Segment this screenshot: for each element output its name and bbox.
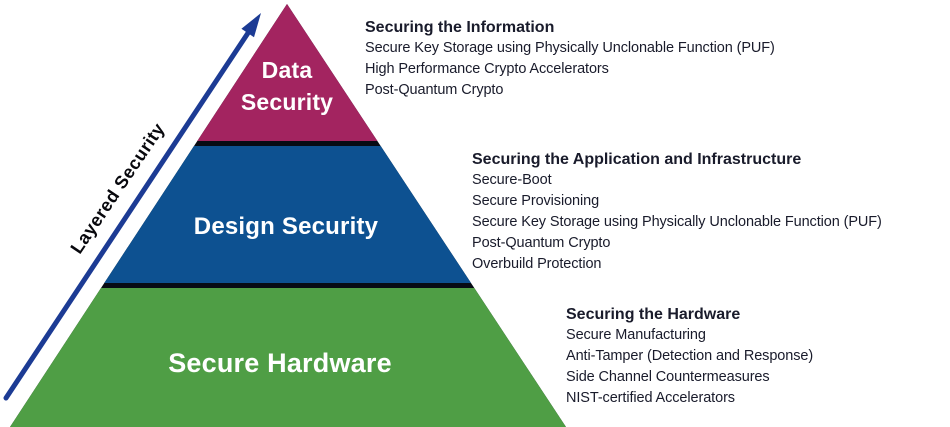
annotation-heading: Securing the Application and Infrastruct… (472, 151, 802, 168)
secure-hardware-layer-shape (10, 288, 566, 427)
design-security-label: Design Security (193, 213, 379, 240)
annotation-item: Secure Key Storage using Physically Uncl… (365, 40, 775, 56)
annotation-item: Secure Provisioning (472, 193, 600, 209)
annotation-securing-the-application-and-infrastructure: Securing the Application and Infrastruct… (472, 149, 882, 275)
annotation-heading: Securing the Information (365, 19, 555, 36)
annotation-securing-the-information: Securing the Information Secure Key Stor… (365, 17, 775, 101)
data-security-layer-shape (197, 4, 378, 141)
annotation-item: Overbuild Protection (472, 256, 602, 272)
arrow-head-icon (241, 13, 261, 38)
annotation-item: Secure Manufacturing (566, 327, 706, 343)
annotation-item: Secure-Boot (472, 172, 552, 188)
annotation-item: NIST-certified Accelerators (566, 390, 735, 406)
annotation-item: Post-Quantum Crypto (365, 82, 504, 98)
layered-security-arrow-line (3, 30, 251, 401)
data-security-label: Data Security (240, 57, 334, 115)
secure-hardware-label: Secure Hardware (168, 348, 392, 378)
annotation-item: Secure Key Storage using Physically Uncl… (472, 214, 882, 230)
annotation-item: High Performance Crypto Accelerators (365, 61, 609, 77)
design-security-layer-shape (104, 146, 472, 283)
annotation-item: Post-Quantum Crypto (472, 235, 611, 251)
annotation-item: Side Channel Countermeasures (566, 369, 770, 385)
annotation-heading: Securing the Hardware (566, 306, 741, 323)
annotation-item: Anti-Tamper (Detection and Response) (566, 348, 814, 364)
annotation-securing-the-hardware: Securing the Hardware Secure Manufacturi… (566, 304, 813, 409)
